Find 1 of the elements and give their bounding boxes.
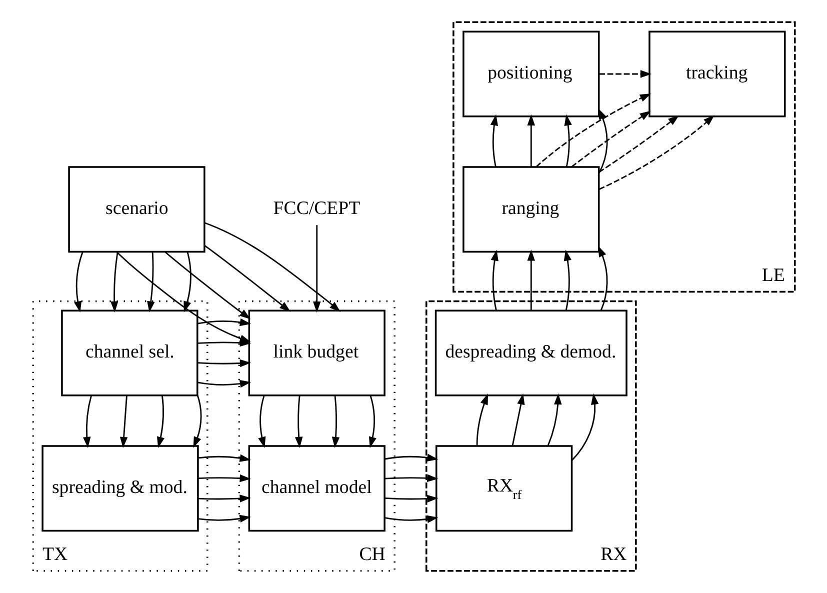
node-text: FCC/CEPT (272, 198, 360, 219)
